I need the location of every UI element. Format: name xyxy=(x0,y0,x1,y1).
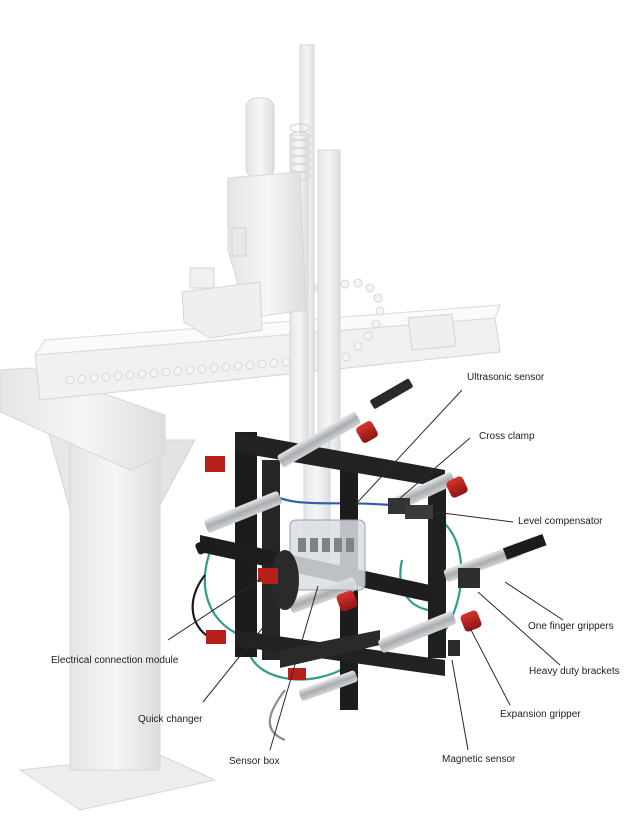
leader-lines xyxy=(167,389,564,751)
label-magnetic-sensor: Magnetic sensor xyxy=(442,754,516,765)
spiral-hose xyxy=(289,123,311,181)
gantry-robot xyxy=(0,44,501,811)
leader-sensor-box xyxy=(269,585,319,751)
sensor-box-connectors xyxy=(298,538,354,552)
leader-electrical-connection-module xyxy=(167,577,263,641)
sensor-box-housing xyxy=(289,519,366,591)
robot-bracket xyxy=(181,281,263,339)
heavy-duty-bracket-block xyxy=(458,568,480,588)
top-horizontal-profile xyxy=(235,432,445,488)
robot-motor-panel xyxy=(231,227,247,257)
leader-level-compensator xyxy=(434,511,514,523)
leader-heavy-duty-brackets xyxy=(477,591,561,666)
label-cross-clamp: Cross clamp xyxy=(479,431,535,442)
leader-cross-clamp xyxy=(397,437,471,501)
magnetic-sensor-block xyxy=(448,640,460,656)
robot-bracket-block xyxy=(189,267,215,289)
leader-quick-changer xyxy=(202,599,286,703)
electrical-module-block xyxy=(262,568,278,584)
label-quick-changer: Quick changer xyxy=(138,714,203,725)
leader-magnetic-sensor xyxy=(451,659,469,751)
lower-profile xyxy=(280,630,380,668)
label-heavy-duty-brackets: Heavy duty brackets xyxy=(529,666,620,677)
robot-mast-2 xyxy=(317,149,341,451)
robot-pillar-gusset-right xyxy=(159,439,196,506)
label-expansion-gripper: Expansion gripper xyxy=(500,709,581,720)
quick-changer-disc xyxy=(271,550,299,610)
label-sensor-box: Sensor box xyxy=(229,756,280,767)
label-level-compensator: Level compensator xyxy=(518,516,603,527)
label-ultrasonic-sensor: Ultrasonic sensor xyxy=(467,372,545,383)
red-cap xyxy=(205,456,225,472)
robot-motor-body xyxy=(227,171,307,319)
label-one-finger-grippers: One finger grippers xyxy=(528,621,614,632)
red-cap xyxy=(206,630,226,644)
robot-beam-end-block xyxy=(407,313,457,351)
leader-ultrasonic-sensor xyxy=(354,389,463,506)
left-vertical-profile xyxy=(235,432,257,657)
gripper-frame xyxy=(191,378,547,742)
level-compensator-block xyxy=(405,505,433,519)
red-cap xyxy=(288,668,306,680)
robot-beam-top xyxy=(34,304,501,356)
robot-pillar xyxy=(69,439,161,771)
cross-clamp-block xyxy=(388,498,410,514)
label-electrical-connection-module: Electrical connection module xyxy=(51,655,179,666)
leader-one-finger-grippers xyxy=(504,581,564,621)
leader-expansion-gripper xyxy=(469,627,511,706)
robot-motor-top xyxy=(245,97,275,179)
